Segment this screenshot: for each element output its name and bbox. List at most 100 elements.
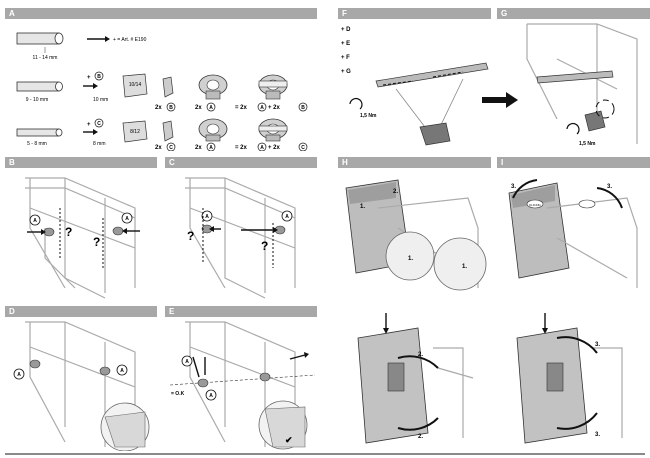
panel-h: H 1. 2. 1. 1. 2. 2. — [338, 157, 491, 451]
e-ok1: = O.K — [171, 391, 185, 397]
assembled-clamp-icon — [258, 118, 288, 142]
panel-c-header: C — [165, 157, 317, 168]
f-list-0: + D — [341, 27, 351, 33]
panel-f-header: F — [338, 8, 491, 19]
f-torque: 1,5 Nm — [360, 113, 377, 119]
panel-c: C A A ? ? — [165, 157, 317, 300]
panel-e-header: E — [165, 306, 317, 317]
panel-e: E A A = O.K ✔ — [165, 306, 317, 451]
panel-d: D A A — [5, 306, 157, 451]
panel-d-header: D — [5, 306, 157, 317]
row2-r2: B — [301, 105, 305, 111]
row1-note: + = Art. # E190 — [113, 37, 147, 43]
row3-part1: C — [169, 145, 173, 151]
row1-size: 11 - 14 mm — [33, 55, 58, 61]
row3-r1: A — [260, 145, 264, 151]
row2-qty1: 2x — [155, 105, 162, 111]
row3-mm: 8 mm — [93, 141, 106, 147]
row3-result: = 2x — [235, 145, 248, 151]
b-a2: A — [125, 216, 129, 222]
row2-qty2: 2x — [195, 105, 202, 111]
panel-b-header: B — [5, 157, 157, 168]
torque-arrow-icon — [566, 123, 580, 135]
panel-g-header: G — [497, 8, 650, 19]
torque-arrow-icon — [349, 98, 363, 110]
h-step-5: 2. — [418, 434, 423, 440]
c-q1: ? — [187, 229, 194, 243]
row2-insert: 10/14 — [129, 82, 142, 88]
row2-result: = 2x — [235, 105, 248, 111]
g-torque: 1,5 Nm — [579, 141, 596, 147]
row2-rplus: + 2x — [268, 105, 281, 111]
klickfix-badge-icon — [526, 199, 596, 209]
panel-a-drawing: 11 - 14 mm + = Art. # E190 9 - 10 mm + B… — [16, 32, 308, 151]
row3-r2: C — [301, 145, 305, 151]
arrow-right-icon — [87, 36, 110, 42]
row2-part: B — [97, 74, 101, 80]
b-q1: ? — [65, 225, 72, 239]
d-a1: A — [17, 372, 21, 378]
row3-qty2: 2x — [195, 145, 202, 151]
tube-large-icon — [16, 32, 64, 45]
insert-shim-icon — [122, 120, 148, 143]
i-step-1: 3. — [607, 184, 612, 190]
rail-icon — [375, 62, 489, 88]
f-list-3: + G — [341, 69, 351, 75]
row2-r1: A — [260, 105, 264, 111]
row2-part1: B — [169, 105, 173, 111]
rack-drawing-d: A A — [13, 321, 150, 451]
e-ok2: ✔ — [285, 435, 293, 445]
h-step-4: 2. — [418, 352, 423, 358]
panel-g: G 1,5 Nm — [497, 8, 650, 151]
row2-mm: 10 mm — [93, 97, 108, 103]
f-list-2: + F — [341, 55, 350, 61]
row3-qty1: 2x — [155, 145, 162, 151]
i-step-2: 3. — [595, 342, 600, 348]
clamp-part-c-icon — [162, 120, 174, 142]
clamp-a-right — [259, 372, 271, 382]
h-step-0: 1. — [360, 204, 365, 210]
row3-part: C — [97, 121, 101, 127]
row3-rplus: + 2x — [268, 145, 281, 151]
adapter-drawing-f: + D + E + F + G 1,5 Nm — [341, 27, 489, 146]
e-a2: A — [209, 393, 213, 399]
pannier-bag-closeup-icon — [357, 327, 429, 444]
detail-circle-icon — [100, 402, 150, 451]
pannier-bag-closeup-icon — [516, 327, 588, 444]
footer-rule — [5, 453, 645, 455]
rotate-icon — [595, 99, 615, 119]
h-step-1: 2. — [393, 189, 398, 195]
i-step-0: 3. — [511, 184, 516, 190]
c-q2: ? — [261, 239, 268, 253]
panel-h-header: H — [338, 157, 491, 168]
clamp-ring-a-icon — [198, 74, 228, 100]
clamp-ring-a-icon — [198, 118, 228, 142]
e-a1: A — [185, 359, 189, 365]
b-a1: A — [33, 218, 37, 224]
panel-b: B A A ? ? — [5, 157, 157, 300]
rail-icon — [536, 70, 614, 84]
clamp-a-right — [112, 226, 124, 236]
mount-plate-icon — [584, 110, 606, 132]
panel-a-header: A — [5, 8, 317, 19]
clamp-a-left — [197, 378, 209, 388]
row3-size: 5 - 8 mm — [27, 141, 47, 147]
rack-drawing-b: A A ? ? — [25, 177, 140, 299]
row3-plus: + — [87, 122, 91, 128]
tube-medium-icon — [16, 81, 63, 92]
row3-insert: 8/12 — [130, 129, 140, 135]
clamp-a-right — [99, 366, 111, 376]
row2-size: 9 - 10 mm — [26, 97, 49, 103]
pannier-bag-icon — [508, 182, 570, 279]
row3-part2: A — [209, 145, 213, 151]
panel-f: F + D + E + F + G 1,5 Nm — [338, 8, 491, 151]
arrow-right-icon — [83, 129, 98, 135]
next-step-arrow-icon — [482, 92, 518, 108]
h-step-2: 1. — [408, 256, 413, 262]
f-list-1: + E — [341, 41, 350, 47]
clamp-part-b-icon — [162, 76, 174, 98]
row2-part2: A — [209, 105, 213, 111]
d-a2: A — [120, 368, 124, 374]
detail-circle-icon — [385, 231, 487, 291]
panel-a: A 11 - 14 mm + = Art. # E190 9 - 10 mm +… — [5, 8, 317, 151]
